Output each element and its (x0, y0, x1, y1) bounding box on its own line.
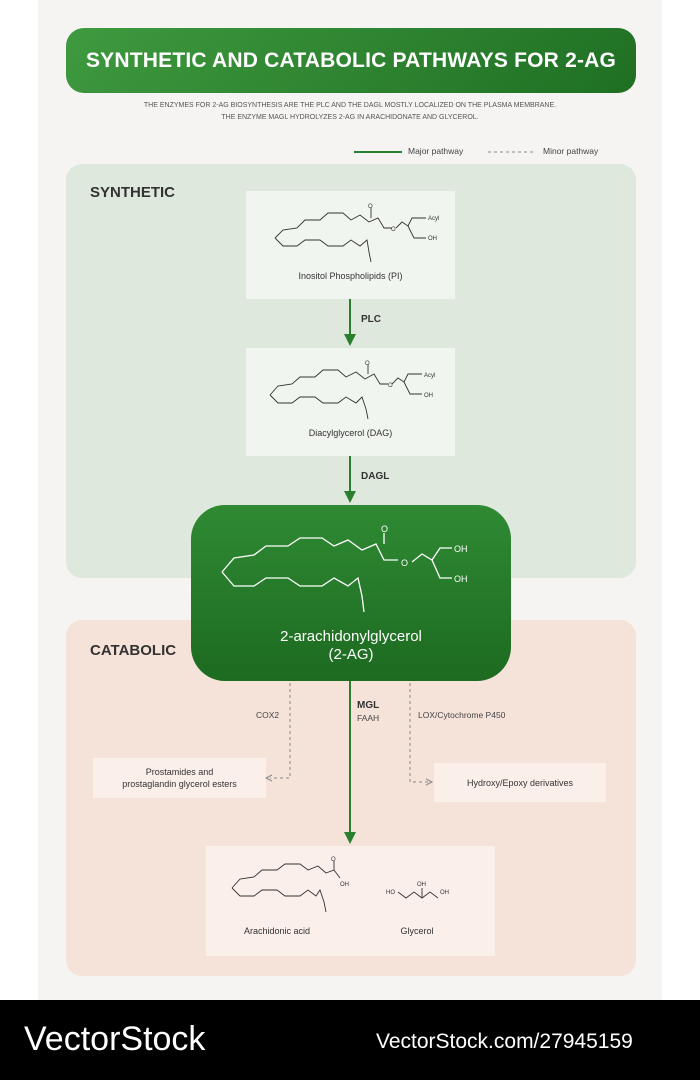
legend-major-label: Major pathway (408, 146, 464, 156)
page-title: SYNTHETIC AND CATABOLIC PATHWAYS FOR 2-A… (66, 28, 636, 93)
synthetic-heading: SYNTHETIC (90, 184, 176, 201)
twoag-atom-oh2: OH (454, 574, 468, 584)
arachidonic-label: Arachidonic acid (243, 926, 311, 936)
dag-atom-o2: O (388, 383, 393, 389)
minor-arrow-cox2 (270, 683, 291, 779)
watermark-bar (0, 1000, 700, 1080)
pi-atom-oh: OH (428, 236, 437, 242)
dag-card (246, 348, 455, 456)
arachidonic-atom-oh: OH (340, 882, 349, 888)
glycerol-structure (397, 888, 439, 899)
legend-minor-label: Minor pathway (543, 146, 599, 156)
twoag-label: 2-arachidonylglycerol (2-AG) (191, 628, 511, 664)
enzyme-faah: FAAH (357, 713, 380, 723)
pi-structure (274, 208, 426, 263)
twoag-structure (221, 533, 452, 613)
pi-atom-o: O (368, 204, 373, 210)
twoag-atom-oh1: OH (454, 544, 468, 554)
enzyme-mgl: MGL (357, 700, 380, 711)
pi-label: Inositol Phospholipids (PI) (298, 271, 403, 281)
subtitle: THE ENZYMES FOR 2-AG BIOSYNTHESIS ARE TH… (70, 100, 630, 124)
twoag-name: 2-arachidonylglycerol (280, 628, 422, 645)
major-arrow-plc (344, 299, 356, 346)
glycerol-label: Glycerol (400, 926, 434, 936)
dag-structure (269, 365, 422, 420)
pi-card (246, 191, 455, 299)
minor-arrowhead-lox (425, 778, 434, 786)
arachidonic-atom-o: O (331, 857, 336, 863)
minor-arrow-lox (409, 683, 428, 783)
twoag-atom-o: O (381, 524, 388, 534)
enzyme-lox: LOX/Cytochrome P450 (418, 710, 506, 720)
pi-atom-acyl: Acyl (428, 216, 439, 222)
subtitle-line-1: THE ENZYMES FOR 2-AG BIOSYNTHESIS ARE TH… (143, 102, 557, 109)
glycerol-atom-oh2: OH (440, 890, 449, 896)
dag-atom-o: O (365, 361, 370, 367)
hydroxy-label: Hydroxy/Epoxy derivatives (466, 777, 574, 788)
enzyme-cox2: COX2 (256, 710, 280, 720)
dag-atom-acyl: Acyl (424, 373, 435, 379)
dag-label: Diacylglycerol (DAG) (308, 428, 393, 438)
twoag-node (191, 505, 511, 681)
watermark-brand: VectorStock (24, 1020, 206, 1058)
minor-arrowhead-cox2 (264, 774, 273, 782)
catabolic-heading: CATABOLIC (90, 642, 177, 659)
title-text: SYNTHETIC AND CATABOLIC PATHWAYS FOR 2-A… (85, 48, 617, 72)
prostamides-line-1: Prostamides and (145, 767, 214, 777)
hydroxy-card: Hydroxy/Epoxy derivatives (434, 763, 606, 802)
glycerol-atom-ho: HO (386, 890, 395, 896)
arachidonic-structure (231, 861, 341, 913)
prostamides-line-2: prostaglandin glycerol esters (122, 779, 237, 789)
twoag-atom-o2: O (401, 558, 408, 568)
twoag-abbrev: (2-AG) (328, 646, 374, 663)
products-card (206, 846, 495, 956)
major-arrow-mgl (344, 681, 356, 844)
pi-atom-o2: O (391, 227, 396, 233)
glycerol-atom-oh1: OH (417, 882, 426, 888)
dag-atom-oh: OH (424, 393, 433, 399)
prostamides-card: Prostamides and prostaglandin glycerol e… (93, 758, 266, 798)
enzyme-dagl: DAGL (361, 471, 390, 482)
major-arrow-dagl (344, 456, 356, 503)
enzyme-plc: PLC (361, 314, 381, 325)
watermark-id: VectorStock.com/27945159 (376, 1030, 633, 1053)
subtitle-line-2: THE ENZYME MAGL HYDROLYZES 2-AG IN ARACH… (221, 114, 479, 121)
